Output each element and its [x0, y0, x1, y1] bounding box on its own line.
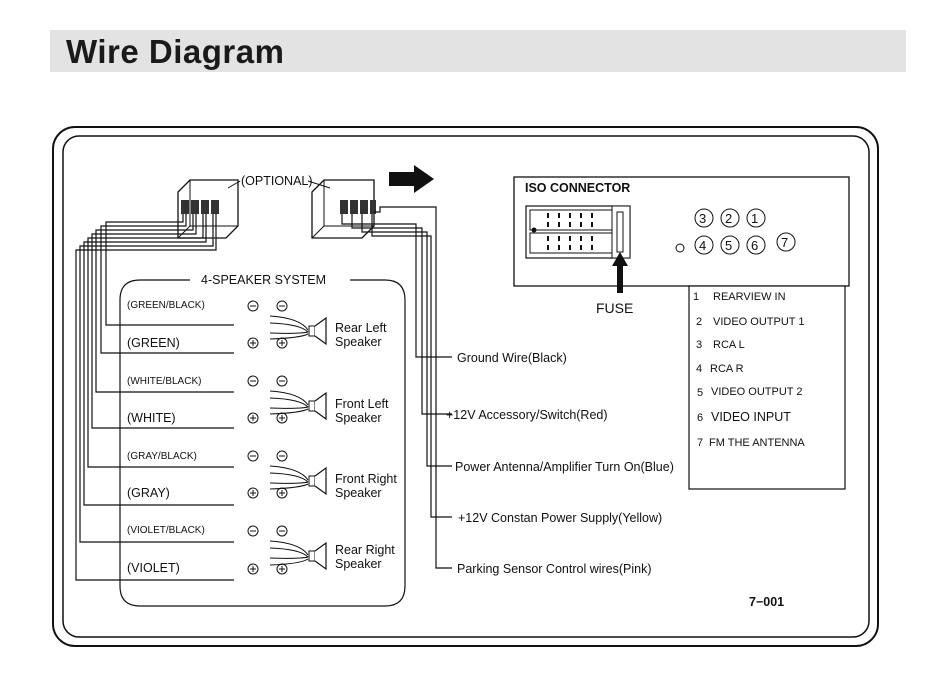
- inner-frame: [62, 135, 870, 638]
- power-wire-label-ground: Ground Wire(Black): [457, 351, 567, 365]
- wire-label-1: (GREEN): [127, 336, 180, 350]
- pin-num-3: 3: [699, 211, 706, 226]
- pin-num-5: 5: [725, 238, 732, 253]
- pin-number-circles: [675, 208, 796, 255]
- pin-num-2: 2: [725, 211, 732, 226]
- legend-num-7: 7: [697, 437, 703, 449]
- power-wire-label-accessory: +12V Accessory/Switch(Red): [446, 408, 608, 422]
- wire-label-4: (GRAY/BLACK): [127, 451, 197, 462]
- wire-label-2: (WHITE/BLACK): [127, 376, 201, 387]
- wire-label-7: (VIOLET): [127, 561, 180, 575]
- legend-num-2: 2: [696, 316, 702, 328]
- legend-text-7: FM THE ANTENNA: [709, 437, 805, 449]
- wire-label-5: (GRAY): [127, 486, 170, 500]
- legend-num-1: 1: [693, 291, 699, 303]
- speaker-wires: [75, 214, 234, 581]
- right-connector: [311, 179, 376, 239]
- speaker-label-rear-right-2: Speaker: [335, 557, 382, 571]
- speaker-group-rear-right: [247, 525, 327, 575]
- pin-num-7: 7: [781, 235, 788, 250]
- power-wire-label-antenna: Power Antenna/Amplifier Turn On(Blue): [455, 460, 674, 474]
- legend-num-6: 6: [697, 412, 703, 424]
- wire-label-0: (GREEN/BLACK): [127, 300, 205, 311]
- pin-num-4: 4: [699, 238, 706, 253]
- speaker-label-front-left-1: Front Left: [335, 397, 389, 411]
- legend-num-5: 5: [697, 387, 703, 399]
- pin-legend-box: [688, 285, 846, 490]
- legend-text-4: RCA R: [710, 363, 744, 375]
- legend-text-1: REARVIEW IN: [713, 291, 786, 303]
- optional-leader-left: [227, 180, 241, 189]
- legend-num-3: 3: [696, 339, 702, 351]
- outer-frame: [52, 126, 879, 647]
- model-code: 7−001: [749, 595, 784, 609]
- fuse-arrow-icon: [612, 252, 628, 293]
- speaker-group-front-right: [247, 450, 327, 499]
- wire-label-6: (VIOLET/BLACK): [127, 525, 205, 536]
- wire-label-3: (WHITE): [127, 411, 176, 425]
- power-wires: [341, 206, 452, 569]
- pin-num-6: 6: [751, 238, 758, 253]
- speaker-system-label: 4-SPEAKER SYSTEM: [201, 273, 326, 287]
- power-wire-label-parking: Parking Sensor Control wires(Pink): [457, 562, 652, 576]
- speaker-label-rear-left-1: Rear Left: [335, 321, 387, 335]
- speaker-label-front-right-2: Speaker: [335, 486, 382, 500]
- speaker-label-front-right-1: Front Right: [335, 472, 397, 486]
- speaker-label-rear-right-1: Rear Right: [335, 543, 395, 557]
- title-bar: [50, 30, 906, 72]
- speaker-group-front-left: [247, 375, 327, 424]
- optional-label: (OPTIONAL): [241, 174, 313, 188]
- speaker-label-front-left-2: Speaker: [335, 411, 382, 425]
- pin-num-1: 1: [751, 211, 758, 226]
- speaker-label-rear-left-2: Speaker: [335, 335, 382, 349]
- direction-arrow-icon: [389, 165, 434, 193]
- left-connector: [177, 179, 239, 239]
- legend-text-2: VIDEO OUTPUT 1: [713, 316, 804, 328]
- speaker-system-box: [119, 279, 406, 607]
- legend-text-3: RCA L: [713, 339, 745, 351]
- iso-connector-label: ISO CONNECTOR: [525, 181, 630, 195]
- iso-plug: [525, 205, 631, 259]
- legend-num-4: 4: [696, 363, 702, 375]
- power-wire-label-constant: +12V Constan Power Supply(Yellow): [458, 511, 662, 525]
- speaker-group-rear-left: [247, 300, 327, 349]
- optional-leader-right: [307, 180, 331, 189]
- page-title: Wire Diagram: [66, 33, 285, 70]
- legend-text-6: VIDEO INPUT: [711, 410, 791, 424]
- legend-text-5: VIDEO OUTPUT 2: [711, 386, 802, 398]
- fuse-label: FUSE: [596, 300, 633, 316]
